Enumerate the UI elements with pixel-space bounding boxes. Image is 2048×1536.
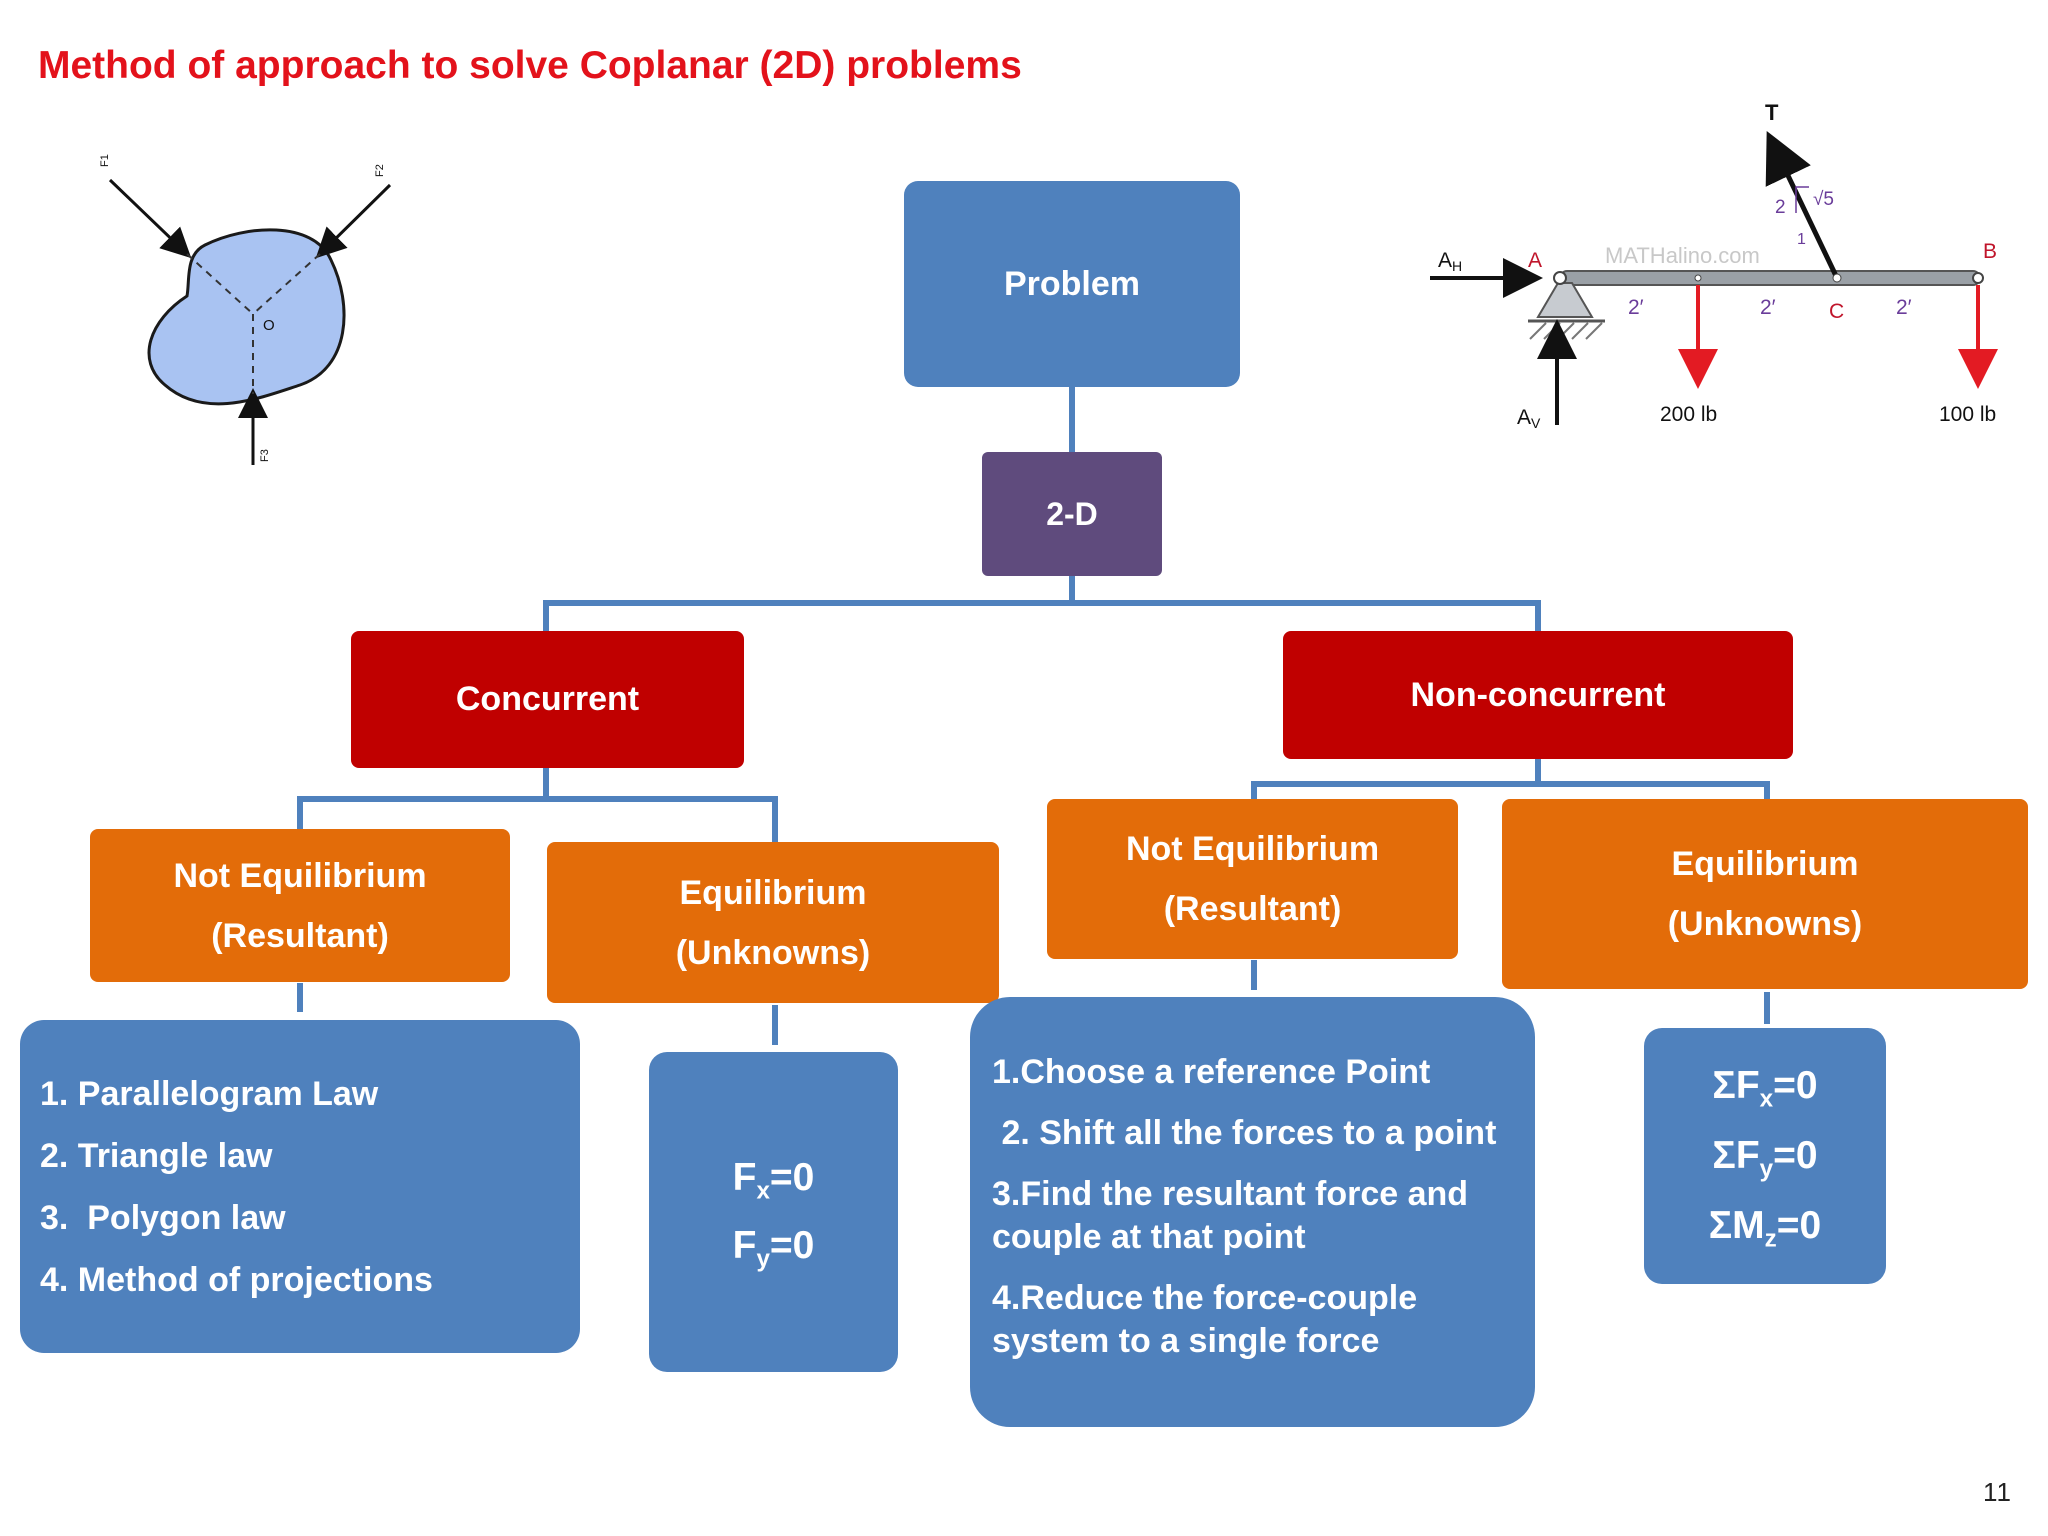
force-f2-arrow	[315, 183, 392, 259]
method-item: 1. Parallelogram Law	[40, 1074, 379, 1113]
problem-node: Problem	[904, 181, 1240, 387]
pin-support	[1536, 282, 1594, 318]
point-b-label: B	[1983, 240, 1997, 263]
equation-sum-fx: ΣFx=0	[1712, 1064, 1818, 1113]
c-eq-line1: Equilibrium	[679, 873, 867, 912]
load-200-label: 200 lb	[1660, 403, 1717, 426]
non-concurrent-label: Non-concurrent	[1410, 675, 1666, 714]
step-item: 4.Reduce the force-couple system to a si…	[992, 1279, 1418, 1360]
non-concurrent-node: Non-concurrent	[1283, 631, 1793, 759]
equation-fy: Fy=0	[732, 1224, 815, 1273]
n-eq-line1: Equilibrium	[1671, 845, 1859, 883]
ah-label: AH	[1438, 249, 1462, 274]
av-label: AV	[1517, 406, 1541, 431]
c-eq-line2: (Unknowns)	[675, 933, 871, 972]
equation-sum-mz: ΣMz=0	[1708, 1204, 1822, 1253]
nonconcurrent-equations-box: ΣFx=0 ΣFy=0 ΣMz=0	[1644, 1028, 1886, 1284]
concurrent-methods-box: 1. Parallelogram Law 2. Triangle law 3. …	[20, 1020, 580, 1353]
t-label: T	[1765, 100, 1779, 125]
problem-label: Problem	[1003, 264, 1141, 303]
concurrent-not-equilibrium-node: Not Equilibrium (Resultant)	[90, 829, 510, 982]
n-not-eq-line1: Not Equilibrium	[1125, 830, 1380, 868]
step-item: 2. Shift all the forces to a point	[992, 1114, 1497, 1152]
point-c-label: C	[1829, 300, 1844, 323]
slide-title: Method of approach to solve Coplanar (2D…	[38, 44, 1022, 87]
method-item: 3. Polygon law	[40, 1198, 286, 1237]
concurrent-equilibrium-node: Equilibrium (Unknowns)	[547, 842, 999, 1003]
equation-sum-fy: ΣFy=0	[1712, 1134, 1818, 1183]
slope-rise: 2	[1775, 197, 1786, 218]
tension-arrow	[1765, 130, 1840, 280]
c-not-eq-line1: Not Equilibrium	[173, 856, 427, 895]
nonconcurrent-not-equilibrium-node: Not Equilibrium (Resultant)	[1047, 799, 1458, 959]
beam-figure: T 2 √5 1 MATHalino.com AH AV A B C 2′ 2′…	[1430, 100, 1998, 431]
ground-hatch	[1529, 322, 1603, 340]
f1-label: F1	[99, 154, 111, 167]
point-a-label: A	[1528, 249, 1542, 272]
origin-label: O	[263, 317, 275, 334]
rigid-body-blob	[147, 228, 346, 406]
slope-hyp: √5	[1813, 189, 1834, 210]
dim-3: 2′	[1896, 296, 1912, 319]
force-f1-arrow	[108, 178, 192, 259]
method-item: 4. Method of projections	[40, 1260, 433, 1299]
beam	[1559, 270, 1981, 286]
n-eq-line2: (Unknowns)	[1667, 905, 1863, 943]
n-not-eq-line2: (Resultant)	[1163, 890, 1342, 928]
page-number: 11	[1983, 1477, 2012, 1507]
dim-2: 2′	[1760, 296, 1776, 319]
nonconcurrent-steps-box: 1.Choose a reference Point 2. Shift all …	[970, 997, 1535, 1427]
concurrent-label: Concurrent	[455, 680, 640, 718]
slope-run: 1	[1797, 231, 1806, 248]
f3-label: F3	[259, 449, 271, 462]
two-d-node: 2-D	[982, 452, 1162, 576]
step-item: 3.Find the resultant force and couple at…	[992, 1175, 1469, 1256]
step-item: 1.Choose a reference Point	[992, 1053, 1431, 1091]
concurrent-equations-box: Fx=0 Fy=0	[649, 1052, 898, 1372]
pin-a	[1553, 271, 1567, 285]
dim-1: 2′	[1628, 296, 1644, 319]
watermark: MATHalino.com	[1605, 243, 1760, 268]
concurrent-body-figure: O F1 F2 F3	[99, 154, 392, 465]
c-not-eq-line2: (Resultant)	[211, 916, 389, 955]
concurrent-node: Concurrent	[351, 631, 744, 768]
load-100-label: 100 lb	[1939, 403, 1996, 426]
equation-fx: Fx=0	[732, 1156, 815, 1205]
method-item: 2. Triangle law	[40, 1136, 273, 1175]
nonconcurrent-equilibrium-node: Equilibrium (Unknowns)	[1502, 799, 2028, 989]
f2-label: F2	[374, 164, 386, 177]
two-d-label: 2-D	[1046, 495, 1098, 532]
